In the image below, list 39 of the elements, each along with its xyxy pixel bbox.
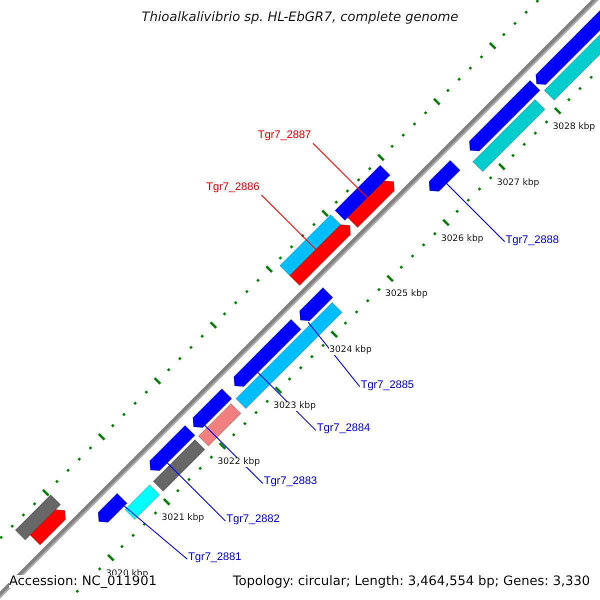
leader-line [446,183,506,242]
scale-label: 3022 kbp [218,458,260,467]
gene-label: Tgr7_2882 [226,514,280,525]
gene-feature [428,160,461,192]
gene-feature [347,180,395,228]
leader-line [166,462,226,522]
gene-feature [192,388,232,428]
scale-label: 3026 kbp [440,234,484,244]
topology-text: Topology: circular; Length: 3,464,554 bp; Genes: 3,330 [232,575,590,588]
scale-label: 3027 kbp [496,178,540,188]
gene-bar [279,214,342,276]
gene-label: Tgr7_2886 [206,182,260,193]
gene-label: Tgr7_2887 [258,130,312,142]
scale-label: 3028 kbp [552,122,596,132]
gene-label: Tgr7_2885 [360,380,414,391]
gene-feature [469,80,540,152]
gene-bar [152,439,206,492]
leader-line [260,194,316,250]
gene-feature [98,492,128,523]
gene-label: Tgr7_2888 [506,234,559,246]
gene-label: Tgr7_2881 [188,552,242,564]
gene-bar [472,99,546,172]
gene-feature [289,224,351,286]
scale-label: 3023 kbp [273,402,316,412]
gene-bar [334,164,391,221]
leader-line [308,322,360,388]
scale-label: 3021 kbp [162,514,204,523]
scale-label: 3025 kbp [385,290,428,300]
gene-feature [234,319,302,387]
gene-label: Tgr7_2883 [264,476,318,488]
gene-feature [149,425,196,472]
scale-label: 3024 kbp [329,346,372,356]
leader-line [312,142,368,198]
title: Thioalkalivibrio sp. HL-EbGR7, complete genome [140,11,460,24]
gene-bar [124,484,160,520]
gene-bar [198,403,242,446]
gene-label: Tgr7_2884 [316,423,370,434]
gene-feature [30,509,66,546]
gene-bar [14,494,62,540]
